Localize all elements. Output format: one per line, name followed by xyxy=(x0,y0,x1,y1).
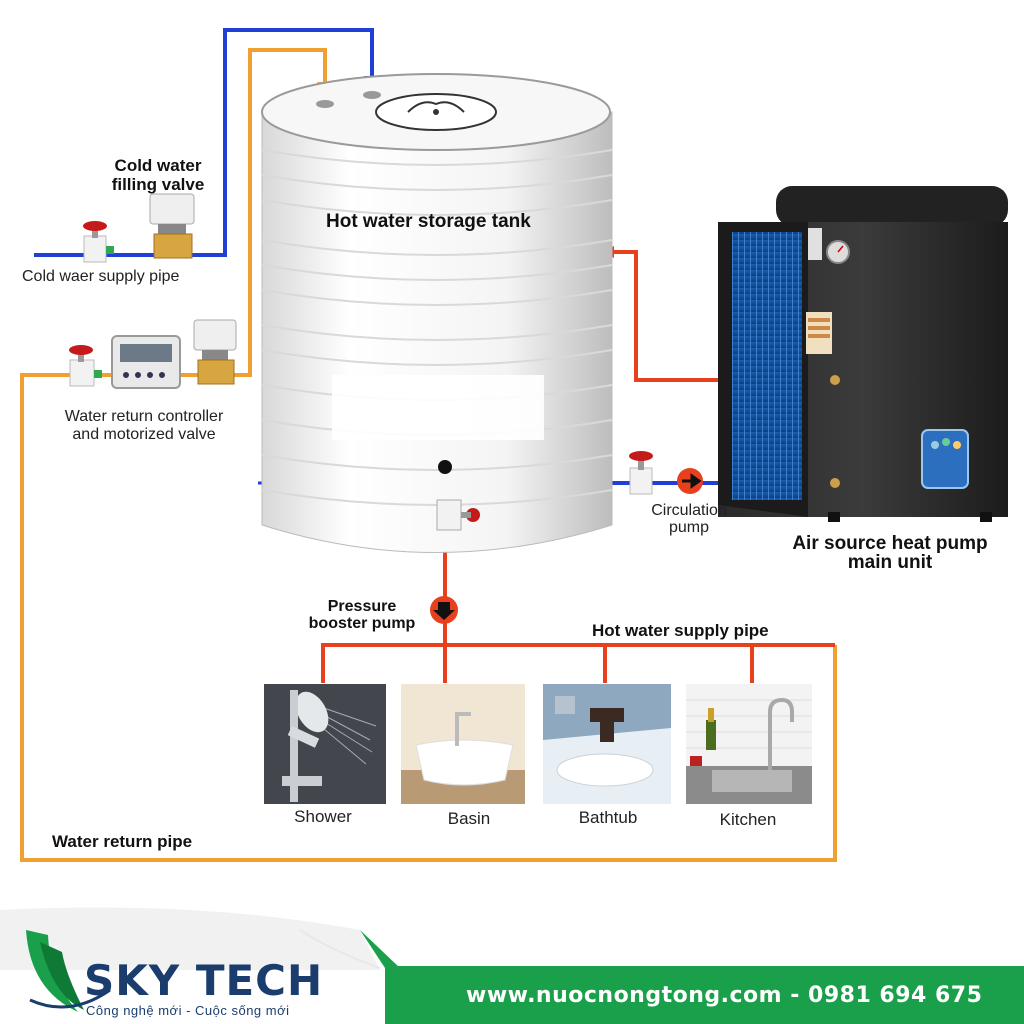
return-motorized-valve-icon xyxy=(193,319,237,385)
fixture-label-shower: Shower xyxy=(294,807,352,826)
heat-pump-line2: main unit xyxy=(847,552,933,573)
heat-pump-line1: Air source heat pump xyxy=(792,533,988,554)
footer-contact: www.nuocnongtong.com - 0981 694 675 xyxy=(466,983,983,1008)
circulation-pump-line2: pump xyxy=(668,519,710,536)
hot-water-storage-tank-label: Hot water storage tank xyxy=(326,211,531,232)
cold-water-filling-valve-line1: Cold water xyxy=(114,156,202,175)
cold-water-valve-icon xyxy=(83,221,114,263)
kitchen-photo xyxy=(686,684,812,804)
logo-leaf-icon xyxy=(26,930,111,1012)
pressure-booster-pump-line2: booster pump xyxy=(308,615,416,632)
heat-pump-label: Air source heat pump main unit xyxy=(772,534,1008,572)
controller-icon xyxy=(111,335,181,389)
pressure-booster-pump-label: Pressure booster pump xyxy=(292,598,432,632)
circulation-valve-icon xyxy=(629,451,653,495)
water-return-controller-line2: and motorized valve xyxy=(72,426,216,443)
pressure-booster-pump-icon xyxy=(430,596,458,624)
air-source-heat-pump-unit xyxy=(718,186,1008,522)
water-return-pipe-label: Water return pipe xyxy=(52,832,193,851)
hot-water-storage-tank xyxy=(261,73,613,553)
cold-water-filling-valve-line2: filling valve xyxy=(111,175,205,194)
bathtub-photo xyxy=(543,684,671,804)
shower-photo xyxy=(264,684,386,804)
return-valve-icon xyxy=(69,345,102,387)
water-return-controller-line1: Water return controller xyxy=(64,408,224,425)
pressure-booster-pump-line1: Pressure xyxy=(327,598,397,615)
footer-banner xyxy=(0,907,1024,1024)
cold-water-filling-valve-label: Cold water filling valve xyxy=(100,156,216,194)
fixture-label-kitchen: Kitchen xyxy=(719,810,777,829)
circulation-pump-label: Circulation pump xyxy=(636,502,742,536)
basin-photo xyxy=(401,684,525,804)
water-return-controller-label: Water return controller and motorized va… xyxy=(44,408,244,444)
motorized-valve-icon xyxy=(149,193,195,259)
circulation-pump-line1: Circulation xyxy=(651,502,727,519)
fixture-label-basin: Basin xyxy=(447,809,491,828)
cold-water-supply-pipe-label: Cold waer supply pipe xyxy=(22,268,180,285)
fixture-label-bathtub: Bathtub xyxy=(578,808,638,827)
circulation-pump-icon xyxy=(677,468,703,494)
brand-name: SKY TECH xyxy=(84,956,324,1005)
brand-tagline: Công nghệ mới - Cuộc sống mới xyxy=(86,1003,290,1018)
hot-water-supply-pipe-label: Hot water supply pipe xyxy=(592,621,769,640)
